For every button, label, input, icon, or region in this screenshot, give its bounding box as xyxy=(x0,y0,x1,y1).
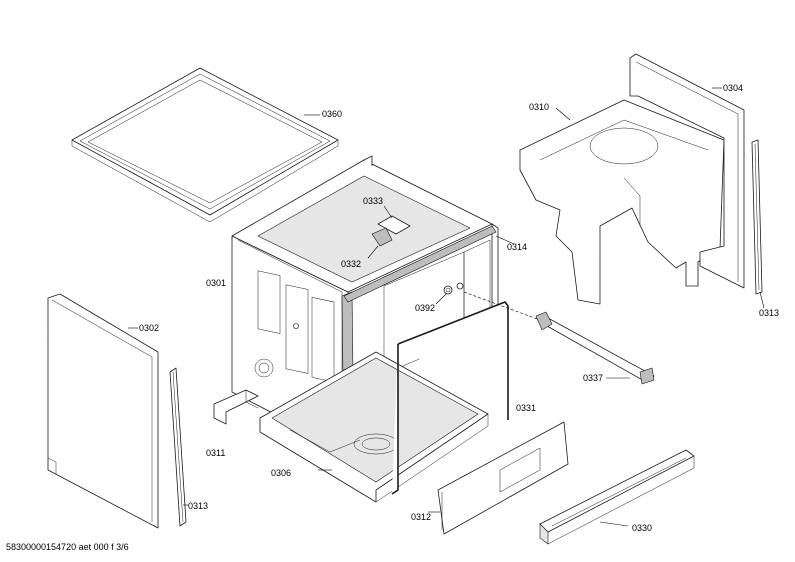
part-0306-base-tray xyxy=(259,351,489,503)
part-0330-bottom-channel xyxy=(539,449,695,545)
part-0302-side-panel xyxy=(47,293,159,529)
part-0312-plinth xyxy=(428,421,569,535)
label-0311: 0311 xyxy=(206,448,225,458)
part-0301-cabinet xyxy=(213,155,499,463)
label-0312: 0312 xyxy=(411,512,431,522)
label-0313-right: 0313 xyxy=(759,308,779,318)
label-0301: 0301 xyxy=(206,278,226,288)
label-0332: 0332 xyxy=(341,259,361,269)
part-0304-rear-panel xyxy=(629,53,745,289)
part-0331-rail xyxy=(391,291,541,495)
label-0360: 0360 xyxy=(322,109,342,119)
label-0313-left: 0313 xyxy=(188,501,208,511)
label-0302: 0302 xyxy=(139,323,159,333)
part-0314-front-frame xyxy=(495,235,515,245)
part-0333-0332-fittings xyxy=(367,205,411,259)
part-0360-top-cover xyxy=(71,67,339,223)
part-labels: 0360 0310 0304 0333 0332 0314 0301 0392 … xyxy=(139,83,779,533)
part-0313-left-strip xyxy=(169,367,188,527)
drawing-reference-footer: 58300000154720 aet 000 f 3/6 xyxy=(6,542,129,552)
label-0330: 0330 xyxy=(632,523,652,533)
label-0337: 0337 xyxy=(583,373,603,383)
label-0304: 0304 xyxy=(723,83,743,93)
part-0337-bar xyxy=(535,311,655,385)
label-0333: 0333 xyxy=(363,196,383,206)
label-0331: 0331 xyxy=(516,403,536,413)
part-0392-fitting xyxy=(435,282,464,305)
label-0310: 0310 xyxy=(529,102,549,112)
part-0310-insulation-hood xyxy=(519,99,725,305)
label-0306: 0306 xyxy=(271,468,291,478)
label-0392: 0392 xyxy=(415,303,435,313)
part-0313-right-strip xyxy=(751,139,765,309)
label-0314: 0314 xyxy=(507,242,527,252)
